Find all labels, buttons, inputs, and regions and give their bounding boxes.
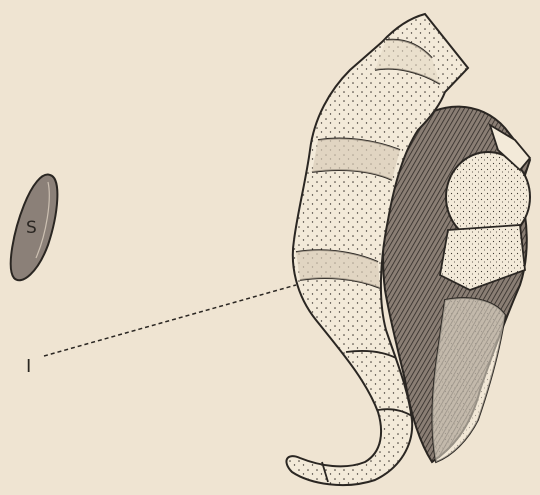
pointer-label: I [26,356,31,377]
seed-label: S [26,218,37,238]
